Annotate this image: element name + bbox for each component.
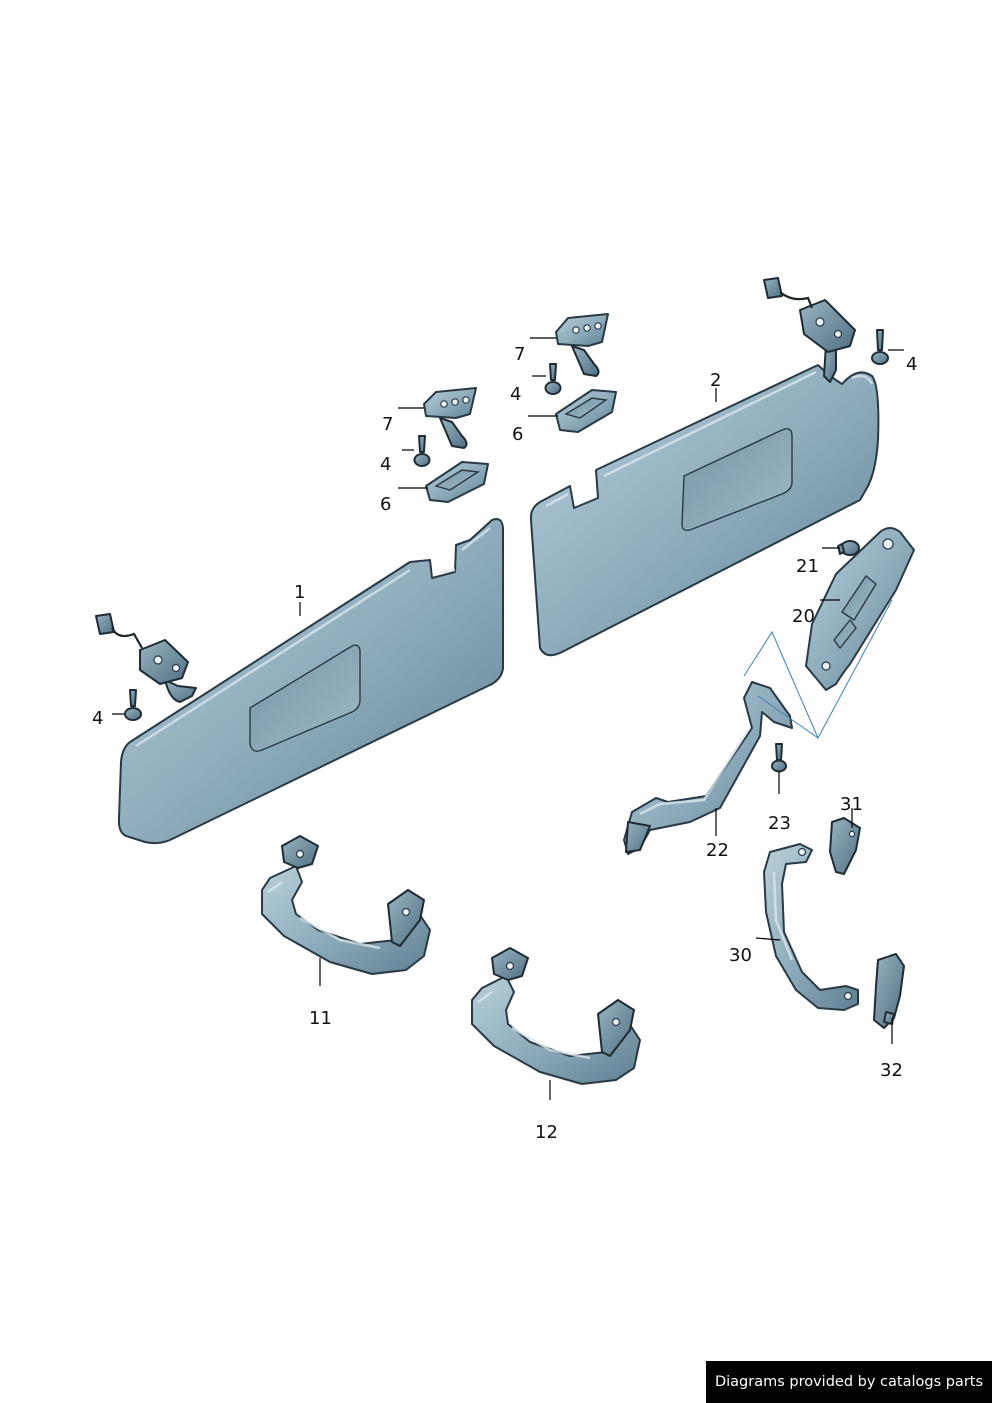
clip-7-left (423, 387, 477, 449)
callout-7-right: 7 (514, 344, 525, 365)
callout-1: 1 (294, 582, 305, 603)
callout-4-lower-left: 4 (92, 708, 103, 729)
credit-text: Diagrams provided by catalogs parts (714, 1374, 984, 1390)
callout-12: 12 (535, 1122, 558, 1143)
callout-23: 23 (768, 813, 791, 834)
callout-32: 32 (880, 1060, 903, 1081)
callout-4-upper-right: 4 (906, 354, 917, 375)
callouts: 1 2 4 4 4 4 6 6 7 7 11 12 20 21 22 23 30… (92, 344, 917, 1143)
cover-6-right (555, 389, 617, 433)
grab-handle-30 (763, 843, 859, 1011)
clip-32 (873, 953, 905, 1029)
screw-4-upper-right (871, 329, 889, 365)
callout-4-mid-left: 4 (380, 454, 391, 475)
callout-6-right: 6 (512, 424, 523, 445)
screw-4-mid-right (544, 363, 562, 395)
callout-21: 21 (796, 556, 819, 577)
callout-22: 22 (706, 840, 729, 861)
cover-6-left (425, 461, 489, 503)
grab-handle-22 (623, 681, 793, 855)
leader-lines (112, 337, 904, 1100)
callout-30: 30 (729, 945, 752, 966)
sun-visor-left (95, 518, 504, 845)
callout-20: 20 (792, 606, 815, 627)
screw-4-mid-left (413, 435, 431, 467)
clip-31 (829, 817, 861, 875)
assembly-guide (743, 599, 893, 740)
screw-23 (771, 743, 787, 773)
sun-visor-right (529, 277, 880, 657)
callout-7-left: 7 (382, 414, 393, 435)
callout-6-left: 6 (380, 494, 391, 515)
screw-4-lower-left (124, 689, 142, 721)
grab-handle-11 (261, 835, 431, 975)
bracket-20 (805, 527, 915, 691)
clip-7-right (555, 313, 609, 377)
callout-11: 11 (309, 1008, 332, 1029)
callout-4-mid-right: 4 (510, 384, 521, 405)
credit-banner: Diagrams provided by catalogs parts (706, 1361, 992, 1403)
callout-31: 31 (840, 794, 863, 815)
screw-21 (837, 540, 860, 556)
callout-2: 2 (710, 370, 721, 391)
grab-handle-12 (471, 947, 641, 1085)
